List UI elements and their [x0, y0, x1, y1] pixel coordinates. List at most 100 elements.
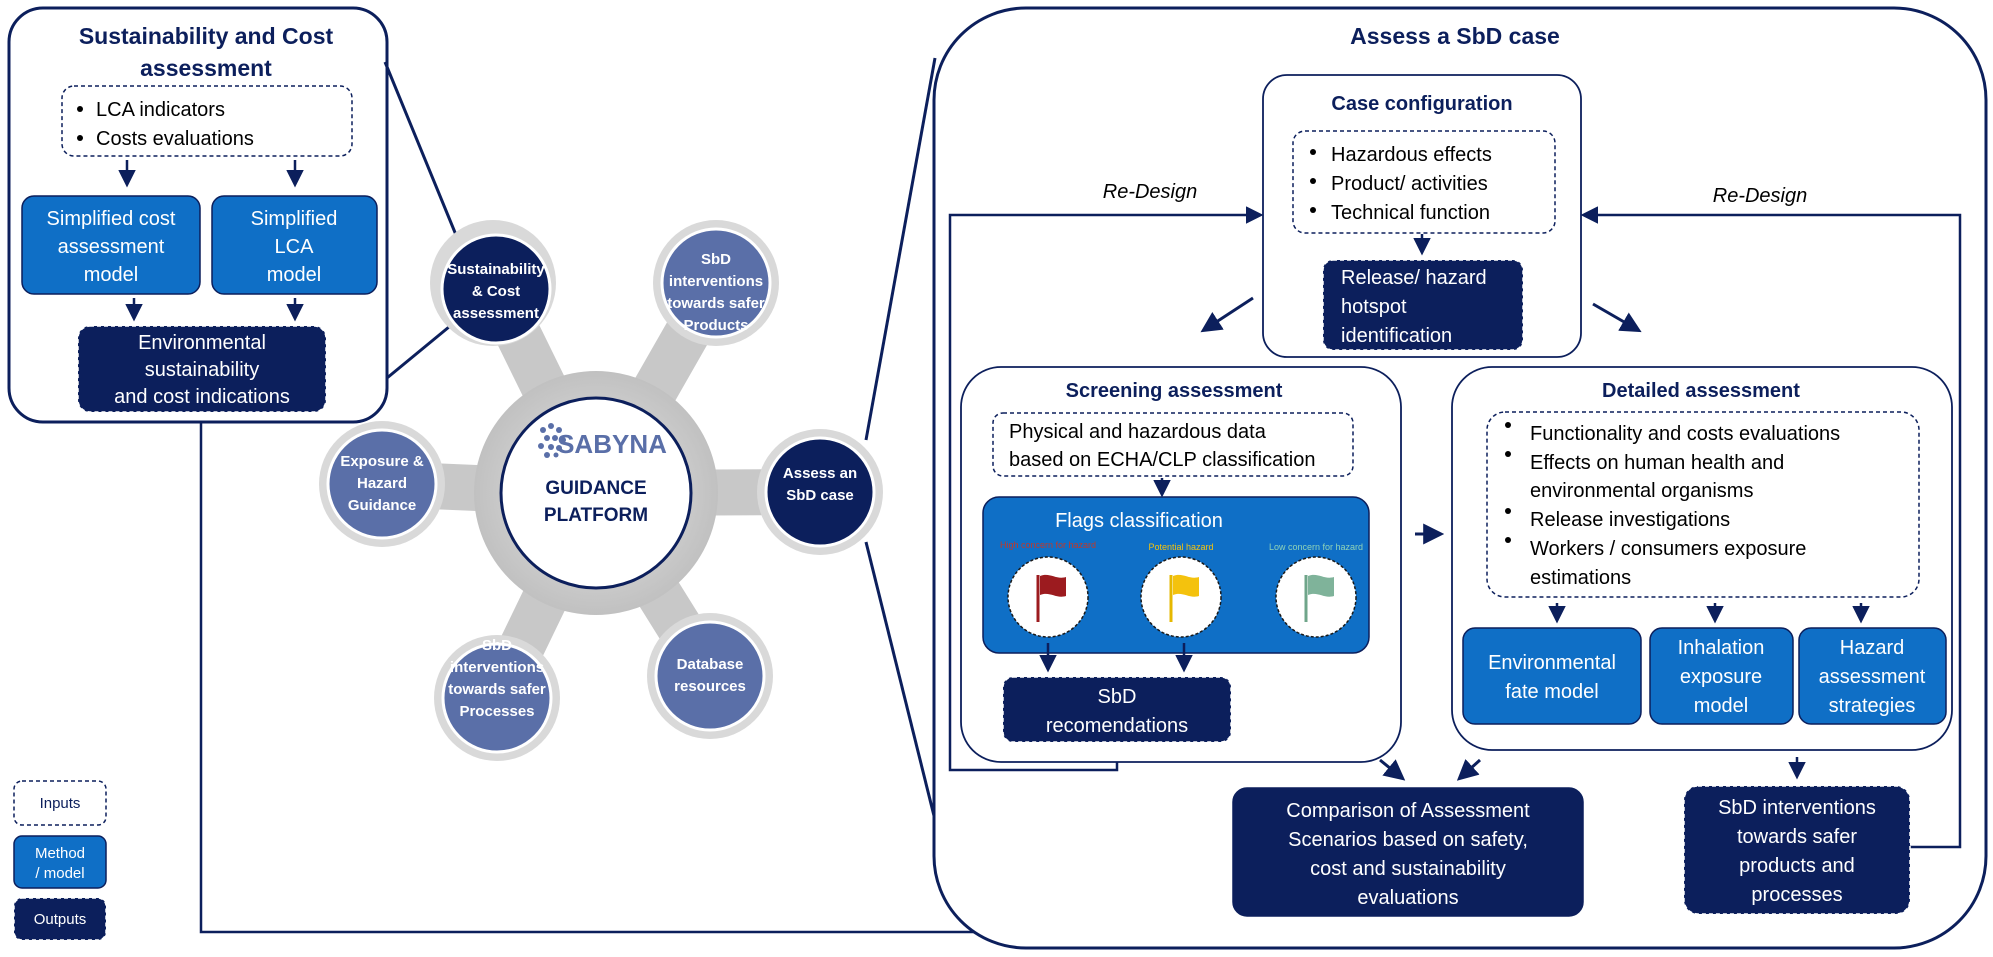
- high-concern-label: High concern for hazard: [1000, 540, 1096, 550]
- guidance-platform-hub: SABYNA GUIDANCE PLATFORM Sustainability …: [319, 220, 883, 761]
- node-label: Hazard: [357, 475, 407, 492]
- hotspot-output-label: Release/ hazard: [1341, 267, 1487, 289]
- case-config-input: Product/ activities: [1331, 173, 1488, 195]
- potential-hazard-label: Potential hazard: [1148, 542, 1213, 552]
- node-label: Guidance: [348, 497, 416, 514]
- hazard-strategies-label: assessment: [1819, 666, 1926, 688]
- cost-model-label: Simplified cost: [47, 208, 176, 230]
- interventions-label: products and: [1739, 855, 1855, 877]
- env-fate-label: Environmental: [1488, 652, 1616, 674]
- cost-model-label: assessment: [58, 236, 165, 258]
- node-label: interventions: [450, 659, 544, 676]
- interventions-label: towards safer: [1737, 826, 1857, 848]
- node-label: Processes: [459, 703, 534, 720]
- guidance-platform-center: SABYNA GUIDANCE PLATFORM: [499, 396, 693, 590]
- env-output-label: sustainability: [145, 359, 260, 381]
- legend-method: Method / model: [13, 835, 107, 889]
- node-label: interventions: [669, 273, 763, 290]
- hub-node-assess-sbd-case[interactable]: Assess an SbD case: [764, 436, 876, 548]
- detailed-input-item: Workers / consumers exposure: [1530, 538, 1806, 560]
- detailed-input-item: Effects on human health and: [1530, 452, 1784, 474]
- node-label: Database: [677, 656, 744, 673]
- redesign-right-label: Re-Design: [1713, 185, 1807, 207]
- flags-classification-box: Flags classification High concern for ha…: [982, 496, 1370, 654]
- node-label: Products: [683, 317, 748, 334]
- detailed-title: Detailed assessment: [1602, 380, 1800, 402]
- detailed-input-item: Release investigations: [1530, 509, 1730, 531]
- comparison-label: Scenarios based on safety,: [1288, 829, 1528, 851]
- hub-node-processes[interactable]: SbD interventions towards safer Processe…: [441, 637, 553, 754]
- node-label: & Cost: [472, 283, 520, 300]
- screening-title: Screening assessment: [1066, 380, 1283, 402]
- hotspot-output-label: hotspot: [1341, 296, 1407, 318]
- legend-method-label: Method: [35, 845, 85, 862]
- recommendations-label: SbD: [1098, 686, 1137, 708]
- interventions-label: SbD interventions: [1718, 797, 1876, 819]
- hub-node-exposure[interactable]: Exposure & Hazard Guidance: [326, 428, 438, 540]
- simplified-lca-model-box: Simplified LCA model: [211, 195, 378, 295]
- node-label: Exposure &: [340, 453, 424, 470]
- detailed-input-item: Functionality and costs evaluations: [1530, 423, 1840, 445]
- sabyna-logo-text: SABYNA: [557, 429, 667, 459]
- sustainability-cost-panel: Sustainability and Cost assessment LCA i…: [7, 6, 389, 424]
- lca-model-label: LCA: [275, 236, 315, 258]
- inhalation-label: exposure: [1680, 666, 1762, 688]
- legend-outputs-label: Outputs: [34, 911, 87, 928]
- env-output-label: Environmental: [138, 332, 266, 354]
- screening-assessment-box: Screening assessment Physical and hazard…: [960, 366, 1402, 763]
- hub-node-products[interactable]: SbD interventions towards safer Products: [660, 227, 772, 339]
- inhalation-label: Inhalation: [1678, 637, 1765, 659]
- hub-node-sustainability[interactable]: Sustainability & Cost assessment: [440, 233, 552, 345]
- redesign-loop-right: [1580, 206, 1962, 849]
- hazard-strategies-label: strategies: [1829, 695, 1916, 717]
- case-configuration-box: Case configuration Hazardous effects Pro…: [1262, 74, 1582, 358]
- potential-hazard-flag: Potential hazard: [1140, 542, 1222, 638]
- node-label: towards safer: [667, 295, 765, 312]
- lca-input-item: Costs evaluations: [96, 128, 254, 150]
- comparison-label: evaluations: [1357, 887, 1458, 909]
- node-label: resources: [674, 678, 746, 695]
- comparison-of-scenarios-output: Comparison of Assessment Scenarios based…: [1232, 787, 1584, 917]
- inhalation-exposure-model-box: Inhalation exposure model: [1649, 627, 1794, 725]
- case-config-input: Technical function: [1331, 202, 1490, 224]
- case-config-input: Hazardous effects: [1331, 144, 1492, 166]
- node-label: assessment: [453, 305, 539, 322]
- sbd-interventions-output: SbD interventions towards safer products…: [1683, 785, 1911, 915]
- comparison-label: Comparison of Assessment: [1286, 800, 1530, 822]
- lca-input-item: LCA indicators: [96, 99, 225, 121]
- legend-outputs: Outputs: [13, 897, 107, 941]
- lca-model-label: Simplified: [251, 208, 338, 230]
- node-label: SbD case: [786, 487, 854, 504]
- case-config-title: Case configuration: [1331, 93, 1512, 115]
- hazard-assessment-strategies-box: Hazard assessment strategies: [1798, 627, 1947, 725]
- screening-input-label: based on ECHA/CLP classification: [1009, 449, 1315, 471]
- legend-inputs-label: Inputs: [40, 795, 81, 812]
- hub-node-database[interactable]: Database resources: [654, 620, 766, 732]
- lca-model-label: model: [267, 264, 321, 286]
- legend: Inputs Method / model Outputs: [13, 780, 107, 941]
- high-concern-flag: High concern for hazard: [1000, 540, 1096, 638]
- environmental-sustainability-output: Environmental sustainability and cost in…: [77, 325, 327, 413]
- detailed-input-item: estimations: [1530, 567, 1631, 589]
- env-output-label: and cost indications: [114, 386, 290, 408]
- detailed-input-item: environmental organisms: [1530, 480, 1753, 502]
- screening-input-label: Physical and hazardous data: [1009, 421, 1267, 443]
- low-concern-label: Low concern for hazard: [1269, 542, 1363, 552]
- cost-model-label: model: [84, 264, 138, 286]
- lca-inputs-box: LCA indicators Costs evaluations: [61, 85, 353, 157]
- inhalation-label: model: [1694, 695, 1748, 717]
- detailed-assessment-box: Detailed assessment Functionality and co…: [1451, 366, 1953, 751]
- low-concern-flag: Low concern for hazard: [1269, 542, 1363, 638]
- simplified-cost-model-box: Simplified cost assessment model: [21, 195, 201, 295]
- interventions-label: processes: [1751, 884, 1842, 906]
- node-label: SbD: [701, 251, 731, 268]
- sbd-recommendations-output: SbD recomendations: [1002, 676, 1232, 743]
- guidance-label: GUIDANCE: [545, 478, 646, 499]
- node-label: Sustainability: [447, 261, 545, 278]
- assess-panel-title: Assess a SbD case: [1350, 23, 1560, 49]
- flags-title: Flags classification: [1055, 510, 1223, 532]
- node-label: SbD: [482, 637, 512, 654]
- hotspot-output-label: identification: [1341, 325, 1452, 347]
- legend-method-label: / model: [35, 865, 84, 882]
